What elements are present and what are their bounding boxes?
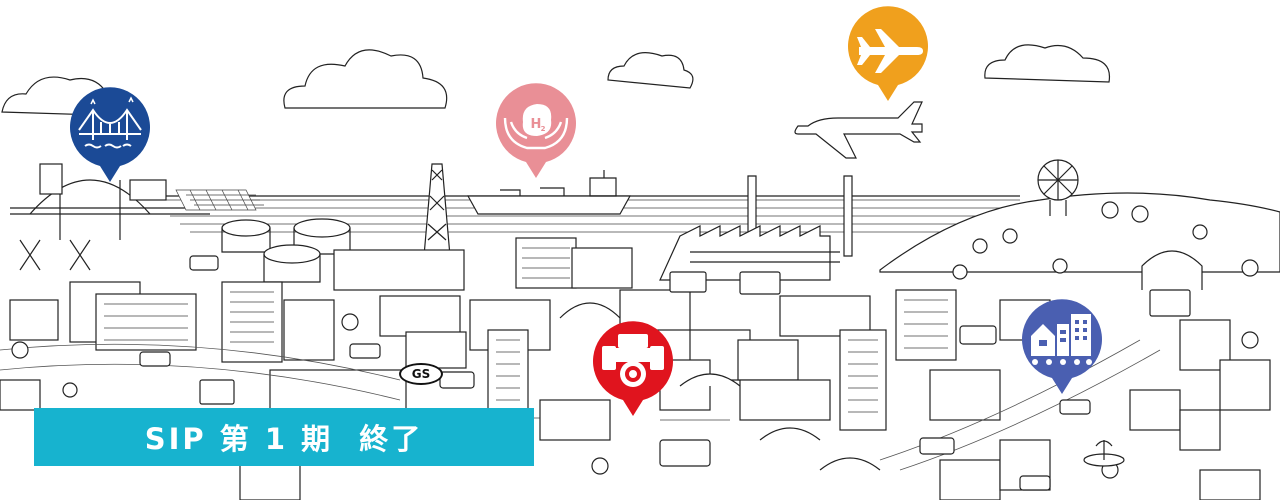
road [0, 343, 401, 401]
arch [759, 427, 821, 441]
tunnel [1141, 250, 1203, 290]
cloud [283, 49, 448, 109]
trees [11, 201, 1259, 479]
engine-pin[interactable] [588, 316, 678, 420]
svg-text:H: H [531, 117, 542, 132]
engine-icon [602, 334, 664, 387]
city-pin[interactable] [1017, 294, 1107, 398]
arch [559, 302, 621, 319]
windows [104, 247, 948, 413]
svg-text:2: 2 [541, 125, 546, 133]
arch [679, 373, 741, 387]
bridge-icon [78, 108, 142, 149]
cloud [984, 44, 1111, 83]
bridge-pin[interactable] [65, 82, 155, 186]
hill [879, 192, 1280, 273]
aviation-pin[interactable] [843, 1, 933, 105]
hydrogen-pin[interactable]: H 2 [491, 78, 581, 182]
airplane-icon [857, 29, 923, 73]
hydrogen-hands-icon [503, 104, 569, 150]
tanker-ship [466, 170, 632, 215]
gas-station-sign: GS [399, 363, 443, 385]
factory [659, 225, 840, 281]
storage-tanks [221, 218, 351, 283]
cloud [607, 52, 694, 89]
lattice-tower [423, 163, 451, 257]
vehicles [139, 255, 1191, 491]
chimney [843, 175, 853, 257]
fountain [1083, 440, 1125, 467]
banner-label: SIP 第 1 期 終了 [144, 422, 424, 456]
sip-phase1-banner[interactable]: SIP 第 1 期 終了 [34, 408, 534, 466]
airplane-drawing [794, 101, 923, 159]
arch [819, 457, 881, 471]
radar-dome [1037, 159, 1079, 216]
road [879, 339, 1161, 471]
solar-panels [175, 189, 264, 211]
